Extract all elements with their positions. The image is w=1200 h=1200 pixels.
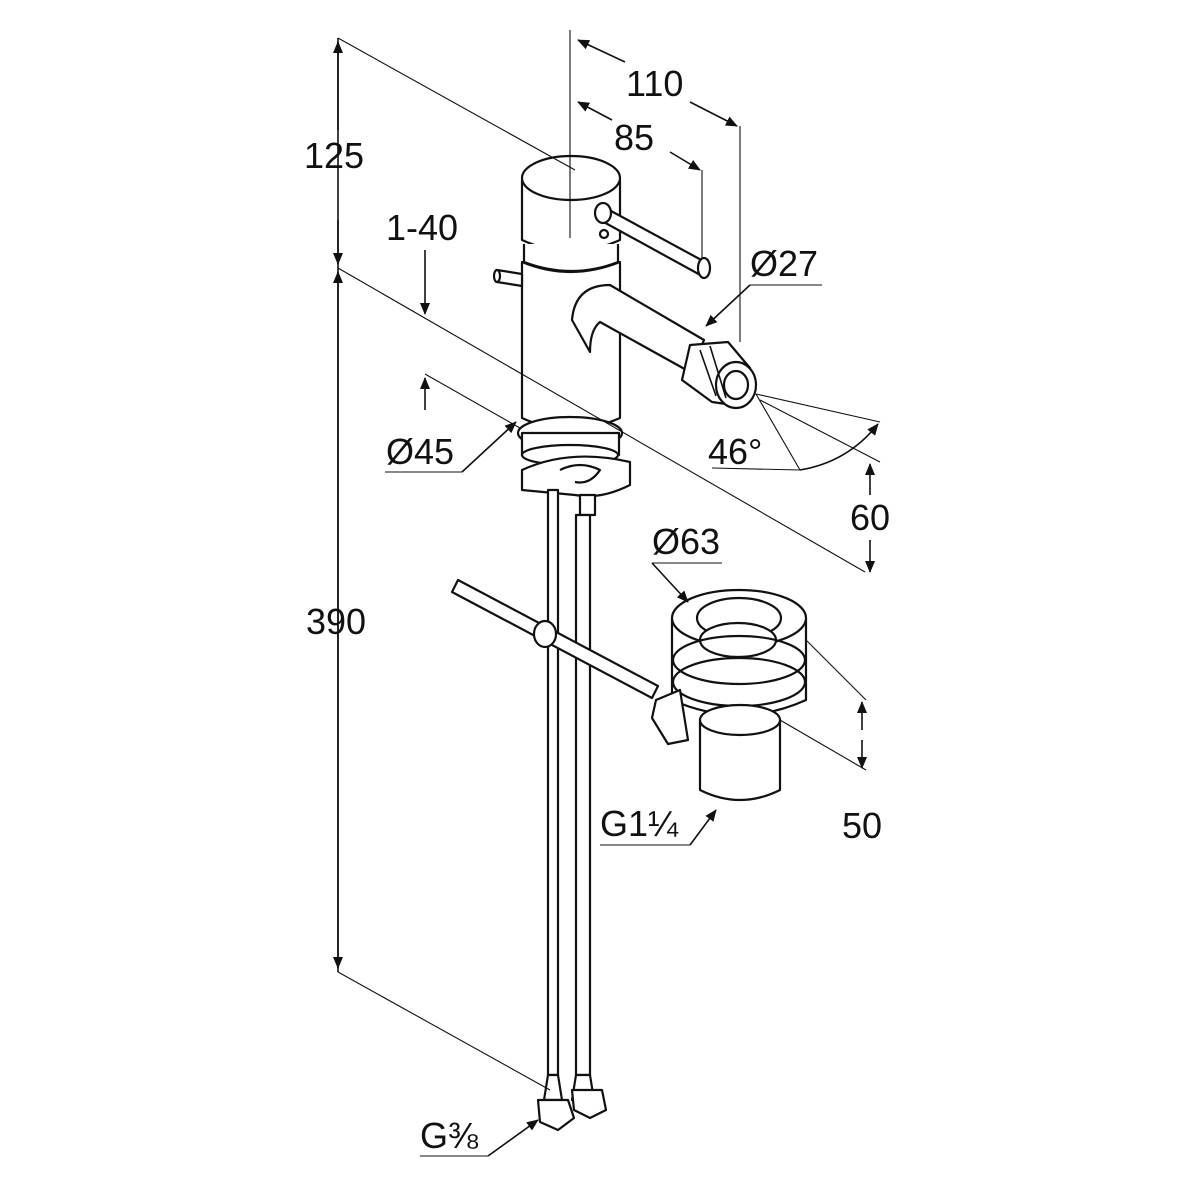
- mounting-hardware: [516, 415, 632, 517]
- dim-390: [333, 37, 866, 1091]
- label-85: 85: [614, 117, 654, 158]
- dim-diameter-45: [385, 421, 517, 473]
- dim-1-40: [420, 250, 521, 429]
- label-110: 110: [626, 63, 683, 104]
- label-46-degrees: 46°: [708, 431, 762, 472]
- dim-110: [577, 39, 741, 342]
- label-diameter-45: Ø45: [386, 431, 454, 472]
- spout: [570, 283, 758, 410]
- label-g1-quarter: G1¼: [600, 803, 679, 844]
- dim-60: [759, 399, 881, 573]
- label-diameter-63: Ø63: [652, 521, 720, 562]
- pop-up-knob: [492, 268, 524, 288]
- label-diameter-27: Ø27: [750, 243, 818, 284]
- supply-hoses: [536, 488, 608, 1132]
- waste-fitting: [650, 588, 808, 802]
- label-1-40: 1-40: [386, 207, 458, 248]
- dim-g3-eighth: [420, 1119, 539, 1157]
- dim-diameter-63: [651, 562, 722, 603]
- label-50: 50: [842, 805, 882, 846]
- dim-85: [577, 101, 703, 258]
- dim-50: [779, 639, 867, 771]
- label-g3-eighth: G⅜: [420, 1115, 479, 1156]
- dim-g1-quarter: [600, 809, 717, 846]
- lever-handle: [593, 201, 712, 280]
- label-60: 60: [850, 497, 890, 538]
- label-125: 125: [304, 135, 364, 176]
- dim-46-degrees: [711, 393, 881, 471]
- label-390: 390: [306, 601, 366, 642]
- pop-up-rod: [450, 578, 660, 700]
- dim-diameter-27: [705, 284, 822, 327]
